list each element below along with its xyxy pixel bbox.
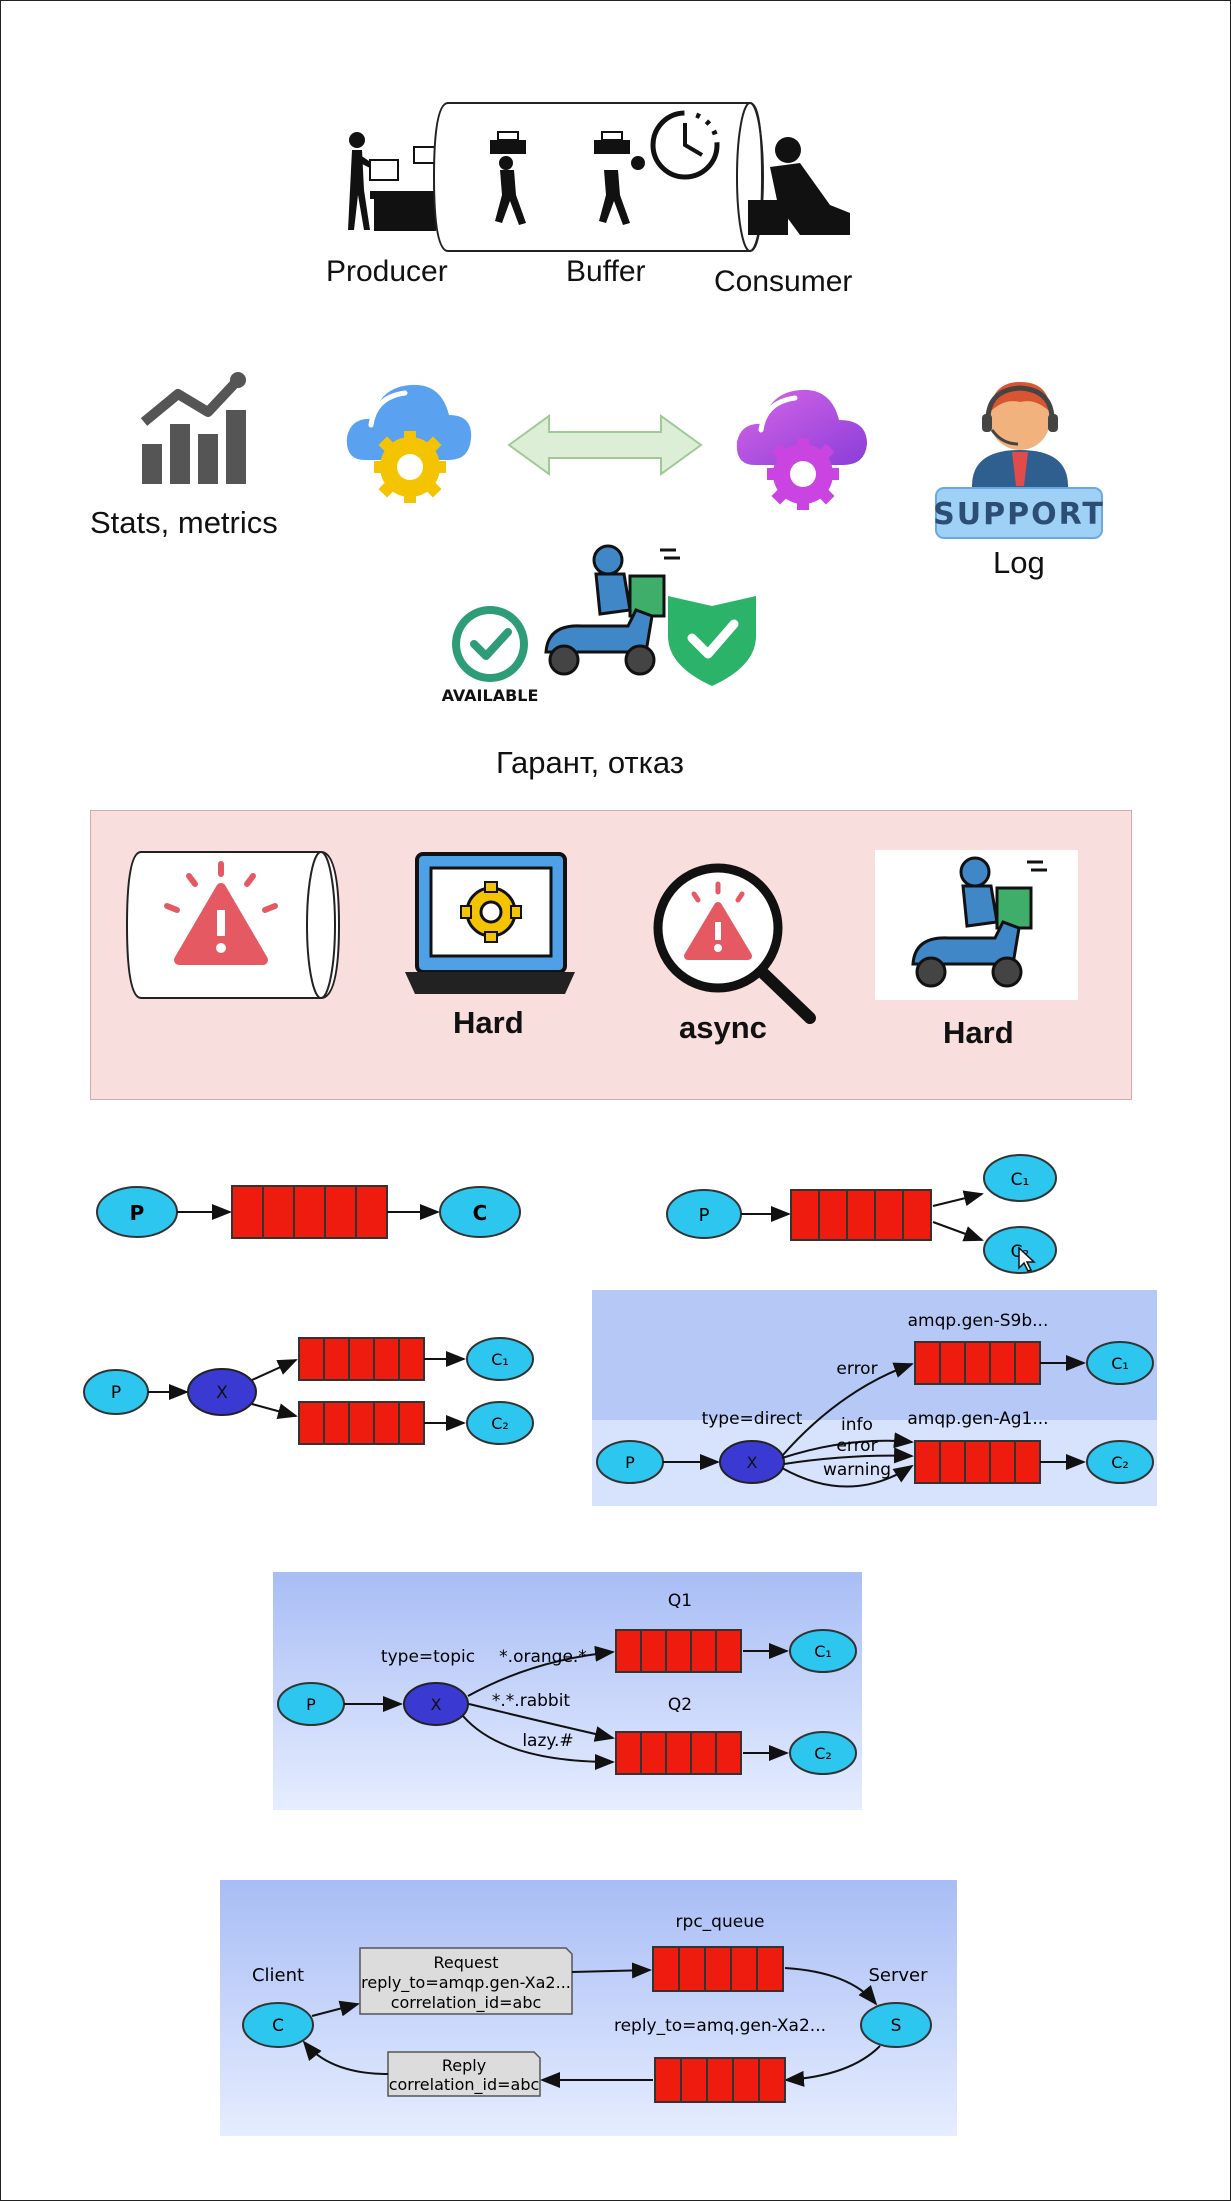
buffer-cylinder-icon (432, 102, 764, 252)
direct-exchange-diagram: amqp.gen-S9b... amqp.gen-Ag1... P X type… (592, 1290, 1157, 1506)
hard-label-2: Hard (943, 1015, 1014, 1050)
mouse-cursor-icon (1018, 1246, 1036, 1272)
topic-q1-name: Q1 (668, 1591, 692, 1611)
fanout-c2-node: C₂ (491, 1414, 509, 1433)
rpc-request-note: Request reply_to=amqp.gen-Xa2... correla… (359, 1947, 573, 2015)
topic-producer-node: P (306, 1695, 316, 1714)
topic-c1-node: C₁ (814, 1642, 832, 1661)
rpc-reply-line1: correlation_id=abc (389, 2075, 540, 2095)
rpc-reply-note: Reply correlation_id=abc (387, 2051, 541, 2097)
consumer-icon (748, 137, 850, 235)
rpc-reply-title: Reply (442, 2056, 486, 2075)
producer-icon (348, 132, 440, 231)
direct-key-error-2: error (836, 1436, 877, 1456)
rpc-request-title: Request (434, 1953, 499, 1972)
direct-producer-node: P (625, 1453, 635, 1472)
direct-key-info: info (841, 1415, 873, 1435)
topic-exchange-node: X (431, 1695, 442, 1714)
rpc-reply-queue-name: reply_to=amq.gen-Xa2... (614, 2016, 826, 2036)
stats-chart-icon (140, 372, 246, 484)
available-check-icon: AVAILABLE (442, 606, 539, 705)
fanout-producer-node: P (111, 1383, 121, 1403)
rpc-request-line1: reply_to=amqp.gen-Xa2... (361, 1973, 571, 1993)
fanout-c1-node: C₁ (491, 1350, 509, 1369)
simple-queue-boxes (231, 1185, 388, 1239)
direct-queue1-name: amqp.gen-S9b... (908, 1311, 1049, 1331)
simple-producer-node: P (130, 1201, 145, 1225)
topic-key-lazy: lazy.# (522, 1731, 573, 1751)
topic-key-rabbit: *.*.rabbit (492, 1691, 571, 1711)
topic-key-orange: *.orange.* (499, 1647, 587, 1667)
rpc-client-title: Client (252, 1965, 304, 1986)
clock-icon (650, 110, 720, 180)
rpc-diagram: Client C Server S Request reply_to=amqp.… (220, 1880, 957, 2136)
work-queue-diagram: P C₁ C₂ (666, 1154, 1057, 1274)
cloud-gear-icon-blue (346, 384, 472, 503)
delivery-scooter-icon (544, 544, 680, 676)
available-text: AVAILABLE (442, 686, 539, 705)
queue-patterns-diagrams: P C P C₁ C₂ P X (83, 1154, 1157, 1506)
direct-key-warning: warning (823, 1460, 891, 1480)
fanout-diagram: P X C₁ C₂ (83, 1337, 534, 1445)
topic-q2-name: Q2 (668, 1695, 692, 1715)
simple-consumer-node: C (473, 1201, 488, 1225)
topic-exchange-type: type=topic (381, 1647, 475, 1667)
work-producer-node: P (699, 1205, 710, 1226)
stats-metrics-label: Stats, metrics (90, 505, 278, 540)
courier-icon-2 (594, 131, 645, 225)
async-label: async (679, 1010, 767, 1045)
topic-c2-node: C₂ (814, 1744, 832, 1763)
shield-check-icon (668, 596, 756, 686)
direct-c2-node: C₂ (1111, 1453, 1129, 1472)
queue-warning-icon (125, 851, 341, 999)
consumer-label: Consumer (714, 265, 853, 298)
support-badge-text: SUPPORT (933, 497, 1105, 532)
delivery-guarantee-illustration: AVAILABLE (442, 544, 756, 705)
direct-queue2-name: amqp.gen-Ag1... (907, 1409, 1048, 1429)
rpc-server-title: Server (868, 1965, 928, 1986)
support-agent-icon: SUPPORT (933, 382, 1105, 539)
bidirectional-arrow-icon (507, 414, 703, 476)
courier-icon-1 (490, 131, 526, 225)
rpc-server-node: S (891, 2016, 902, 2036)
topic-exchange-diagram: Q1 Q2 P X type=topic *.orange.* *.*.rabb… (273, 1572, 862, 1810)
guarantee-label: Гарант, отказ (496, 745, 684, 780)
rpc-queue-name: rpc_queue (676, 1912, 765, 1932)
courier-scooter-icon (875, 850, 1078, 1000)
direct-c1-node: C₁ (1111, 1354, 1129, 1373)
laptop-gear-icon (405, 852, 575, 994)
magnifier-warning-icon (653, 863, 816, 1024)
rpc-client-node: C (272, 2016, 284, 2036)
cloud-gear-icon-purple (736, 389, 867, 510)
fanout-exchange-node: X (216, 1383, 228, 1403)
direct-key-error-1: error (836, 1359, 877, 1379)
direct-exchange-node: X (747, 1453, 758, 1472)
work-c1-node: C₁ (1011, 1170, 1030, 1190)
hard-label-1: Hard (453, 1005, 524, 1040)
log-label: Log (993, 545, 1045, 580)
simple-queue-diagram: P C (96, 1185, 521, 1239)
direct-exchange-type: type=direct (702, 1409, 803, 1429)
producer-buffer-consumer-illustration (348, 102, 850, 252)
rpc-request-line2: correlation_id=abc (391, 1993, 542, 2013)
buffer-label: Buffer (566, 255, 646, 288)
producer-label: Producer (326, 255, 448, 288)
